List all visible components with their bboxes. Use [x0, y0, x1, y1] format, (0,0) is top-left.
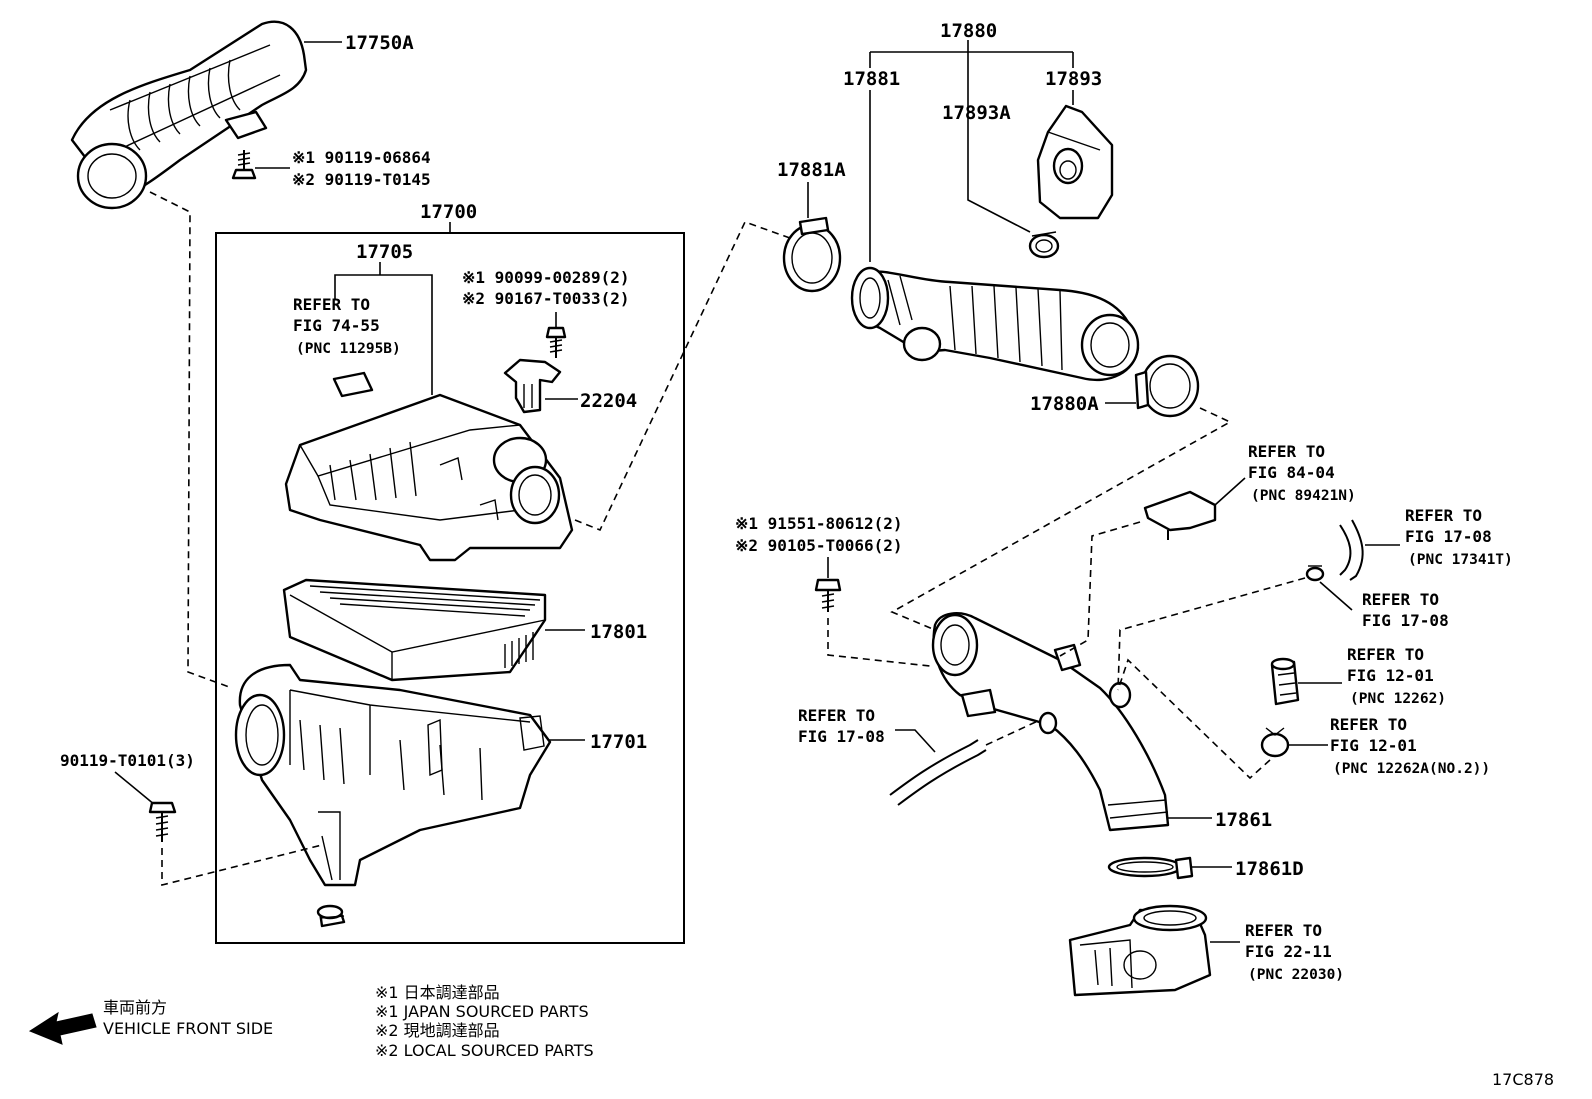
ref-filter-line2: FIG 74-55: [293, 316, 380, 335]
ref-clip-line1: REFER TO: [1362, 590, 1439, 609]
label-17893A: 17893A: [942, 102, 1011, 124]
legend-2: ※1 JAPAN SOURCED PARTS: [375, 1002, 589, 1021]
ref-clamp-line1: REFER TO: [1330, 715, 1407, 734]
front-direction-arrow-icon: [28, 1011, 97, 1045]
label-bolt-17861-local: ※2 90105-T0066(2): [735, 536, 903, 555]
label-17893: 17893: [1045, 68, 1102, 90]
label-17881A: 17881A: [777, 159, 846, 181]
ref-clamp-line3: (PNC 12262A(NO.2)): [1333, 761, 1490, 777]
label-17881: 17881: [843, 68, 900, 90]
throttle-body[interactable]: [1068, 904, 1212, 997]
air-cleaner-hose-17881[interactable]: [850, 266, 1140, 382]
ref-sensor-line1: REFER TO: [1248, 442, 1325, 461]
label-17880: 17880: [940, 20, 997, 42]
label-bolt-17701: 90119-T0101(3): [60, 751, 195, 770]
ref-filter-line3: (PNC 11295B): [296, 341, 401, 357]
label-17861D: 17861D: [1235, 858, 1304, 880]
label-screw-22204-japan: ※1 90099-00289(2): [462, 268, 630, 287]
label-17801: 17801: [590, 621, 647, 643]
ref-filter-line1: REFER TO: [293, 295, 370, 314]
label-bolt-17861-japan: ※1 91551-80612(2): [735, 514, 903, 533]
legend-1: ※1 日本調達部品: [375, 983, 500, 1002]
mount-grommet[interactable]: [316, 904, 346, 928]
ref-hose-a-line3: (PNC 17341T): [1408, 552, 1513, 568]
ref-vac-hose-line2: FIG 17-08: [798, 727, 885, 746]
air-cleaner-hose-17861[interactable]: [931, 612, 1170, 832]
ref-hose-b-line2: FIG 12-01: [1347, 666, 1434, 685]
vacuum-hose-17-08[interactable]: [889, 739, 987, 806]
clamp-12262A[interactable]: [1260, 727, 1290, 758]
clamp-17893A[interactable]: [1028, 231, 1060, 259]
ref-throttle-line1: REFER TO: [1245, 921, 1322, 940]
label-22204: 22204: [580, 390, 637, 412]
ref-throttle-line2: FIG 22-11: [1245, 942, 1332, 961]
air-inlet-duct[interactable]: [70, 20, 308, 210]
ref-clip-line2: FIG 17-08: [1362, 611, 1449, 630]
assembly-17700-box: [215, 232, 685, 944]
ref-hose-b-line1: REFER TO: [1347, 645, 1424, 664]
clamp-17881A[interactable]: [782, 216, 842, 293]
ref-clamp-line2: FIG 12-01: [1330, 736, 1417, 755]
ref-hose-b-line3: (PNC 12262): [1350, 691, 1446, 707]
hose-clip[interactable]: [1305, 565, 1325, 582]
ref-sensor-line3: (PNC 89421N): [1251, 488, 1356, 504]
vacuum-hose-17341T[interactable]: [1339, 519, 1364, 581]
bolt-17750A: [231, 150, 257, 180]
label-plate: [332, 371, 374, 398]
screw-22204: [545, 326, 567, 358]
resonator-17893[interactable]: [1036, 104, 1114, 220]
label-17861: 17861: [1215, 809, 1272, 831]
ref-throttle-line3: (PNC 22030): [1248, 967, 1344, 983]
clamp-17880A[interactable]: [1134, 354, 1200, 418]
direction-jp: 車両前方: [103, 998, 167, 1017]
legend-3: ※2 現地調達部品: [375, 1021, 500, 1040]
ref-sensor-line2: FIG 84-04: [1248, 463, 1335, 482]
label-bolt-17750A-local: ※2 90119-T0145: [292, 170, 431, 189]
air-cleaner-case-17701[interactable]: [234, 663, 552, 887]
ref-vac-hose-line1: REFER TO: [798, 706, 875, 725]
label-17701: 17701: [590, 731, 647, 753]
sensor-89421N[interactable]: [1143, 490, 1217, 540]
label-17700: 17700: [420, 201, 477, 223]
legend-4: ※2 LOCAL SOURCED PARTS: [375, 1041, 594, 1060]
label-screw-22204-local: ※2 90167-T0033(2): [462, 289, 630, 308]
air-filter-element-17801[interactable]: [282, 578, 547, 682]
bolt-17861: [814, 578, 842, 612]
air-flow-meter-22204[interactable]: [503, 358, 562, 414]
clamp-17861D[interactable]: [1107, 856, 1194, 880]
hose-12262[interactable]: [1270, 657, 1300, 706]
direction-en: VEHICLE FRONT SIDE: [103, 1019, 273, 1038]
ref-hose-a-line2: FIG 17-08: [1405, 527, 1492, 546]
label-17880A: 17880A: [1030, 393, 1099, 415]
figure-code: 17C878: [1492, 1070, 1554, 1089]
label-17705: 17705: [356, 241, 413, 263]
label-bolt-17750A-japan: ※1 90119-06864: [292, 148, 431, 167]
air-cleaner-cap[interactable]: [284, 393, 574, 562]
label-17750A: 17750A: [345, 32, 414, 54]
ref-hose-a-line1: REFER TO: [1405, 506, 1482, 525]
bolt-17701: [148, 801, 177, 842]
